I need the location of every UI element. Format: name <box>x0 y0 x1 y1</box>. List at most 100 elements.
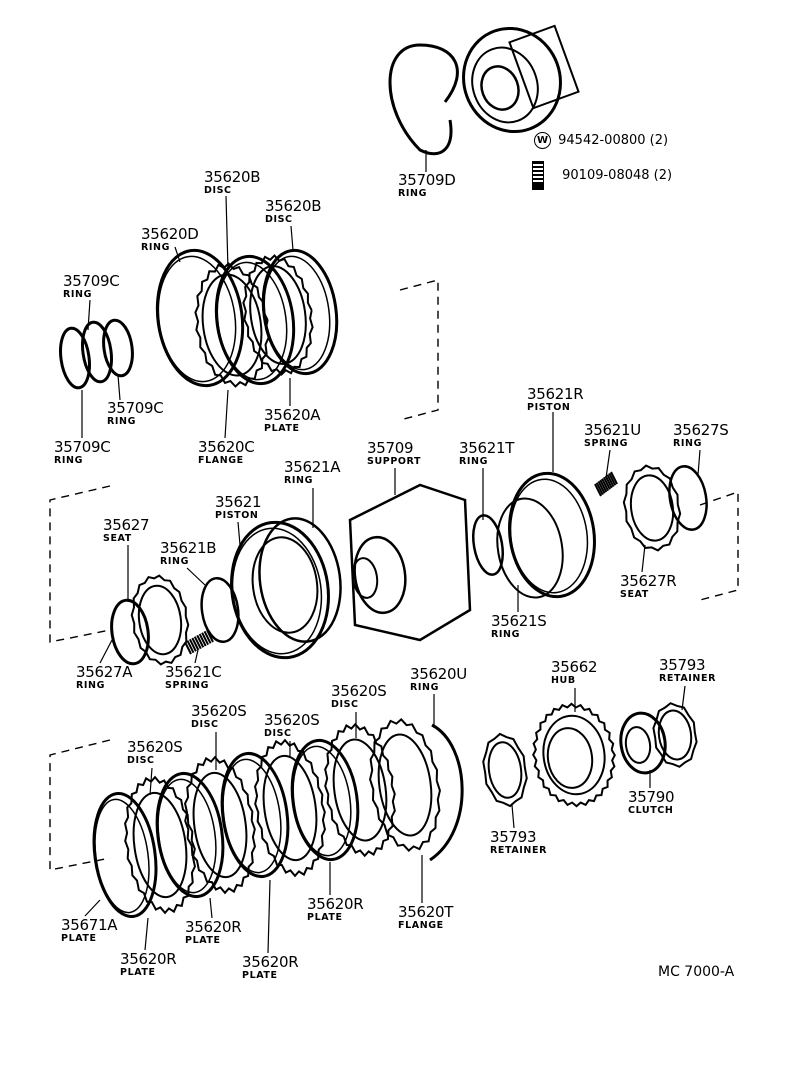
spring-35621C-coil <box>188 638 197 652</box>
spring-35621U-coil <box>608 472 617 486</box>
spring-35621C-coil <box>201 632 210 646</box>
leader-35627A <box>99 639 113 664</box>
spring-35621U <box>594 471 618 497</box>
spring-35621U-coil <box>594 483 602 497</box>
piston-35621-outer <box>230 520 330 660</box>
ring-35627A <box>110 598 150 666</box>
seat-35627-bore <box>137 584 183 656</box>
leader-35709C-2 <box>117 374 121 401</box>
plate-35671A-outer <box>92 791 158 919</box>
drum-hub <box>480 65 520 111</box>
spring-35621C <box>184 629 214 655</box>
spring-35621C-coil <box>198 633 207 647</box>
plate-35620R-1-inner <box>157 778 217 894</box>
retainer-35793-bottom-teeth <box>482 732 528 808</box>
disc-35620S-2-bore <box>192 771 248 879</box>
retainer-35793-bottom <box>482 732 528 808</box>
leader-35620B-1 <box>225 195 229 271</box>
spring-35621C-coil <box>184 641 192 655</box>
spring-35621U-coil <box>595 482 604 496</box>
washer-callout: W 94542-00800 (2) <box>534 132 668 149</box>
seat-35627R-teeth <box>622 464 682 552</box>
leader-35620C <box>224 389 229 439</box>
spring-35621U-coil <box>604 475 613 489</box>
piston-35621-hub <box>251 536 319 634</box>
dash-lower-left <box>49 739 111 871</box>
spring-35621C-coil <box>203 630 212 644</box>
disc-35620S-3-teeth <box>254 738 326 878</box>
hub-35662 <box>532 702 616 808</box>
piston-35621R-inner <box>509 478 589 594</box>
support-35709-hub <box>353 535 407 615</box>
seat-35627R <box>622 464 682 552</box>
clutch-35790-inner <box>624 726 652 764</box>
leader-35621C <box>194 649 199 664</box>
support-35709-bore <box>351 557 379 599</box>
flange-35620T-teeth <box>369 717 441 853</box>
seat-35627R-bore <box>629 474 675 542</box>
disc-35620S-1 <box>124 775 196 915</box>
bolt-callout: 90109-08048 (2) <box>532 161 672 190</box>
spring-35621C-coil <box>186 640 195 654</box>
piston-35621R-outer <box>508 471 596 599</box>
leader-35709C-1 <box>87 299 91 331</box>
leader-lines <box>81 150 701 954</box>
disc-35620B-1-teeth <box>194 262 270 388</box>
disc-35620B-2-teeth <box>242 254 314 376</box>
leader-35621 <box>237 521 241 546</box>
hub-35662-teeth <box>532 702 616 808</box>
piston-35621-inner <box>231 527 323 655</box>
spring-35621U-coil <box>610 471 618 485</box>
spring-35621C-coil <box>193 636 202 650</box>
retainer-35793-bottom-bore <box>487 741 523 799</box>
hub-35662-bore <box>542 714 606 796</box>
flange-35620T-bore <box>377 733 433 837</box>
plate-35620R-2-outer <box>220 751 290 879</box>
seat-35627 <box>130 574 190 666</box>
washer-icon: W <box>534 132 551 149</box>
spring-35621C-coil <box>191 637 200 651</box>
dashed-assembly-guides <box>49 279 739 871</box>
dash-middle-left <box>49 485 111 643</box>
leader-35620S-d <box>149 767 153 796</box>
ring-35621S <box>496 497 564 599</box>
disc-35620S-1-bore <box>132 791 188 899</box>
dash-upper-right <box>399 279 439 421</box>
ring-35627S <box>668 465 708 531</box>
leader-35621B <box>186 567 206 586</box>
retainer-35793-top-teeth <box>652 702 698 768</box>
snap-ring-35620U <box>429 723 464 862</box>
leader-35793-top <box>681 685 686 711</box>
plate-35671A-inner <box>94 798 150 914</box>
disc-35620S-4 <box>324 722 396 858</box>
spring-35621U-coil <box>599 479 608 493</box>
disc-35620S-1-teeth <box>124 775 196 915</box>
retainer-35793-top <box>652 702 698 768</box>
leader-35620D <box>174 246 181 263</box>
retainer-35793-top-bore <box>657 709 693 761</box>
flange-35620T <box>369 717 441 853</box>
bolt-icon <box>532 161 544 190</box>
